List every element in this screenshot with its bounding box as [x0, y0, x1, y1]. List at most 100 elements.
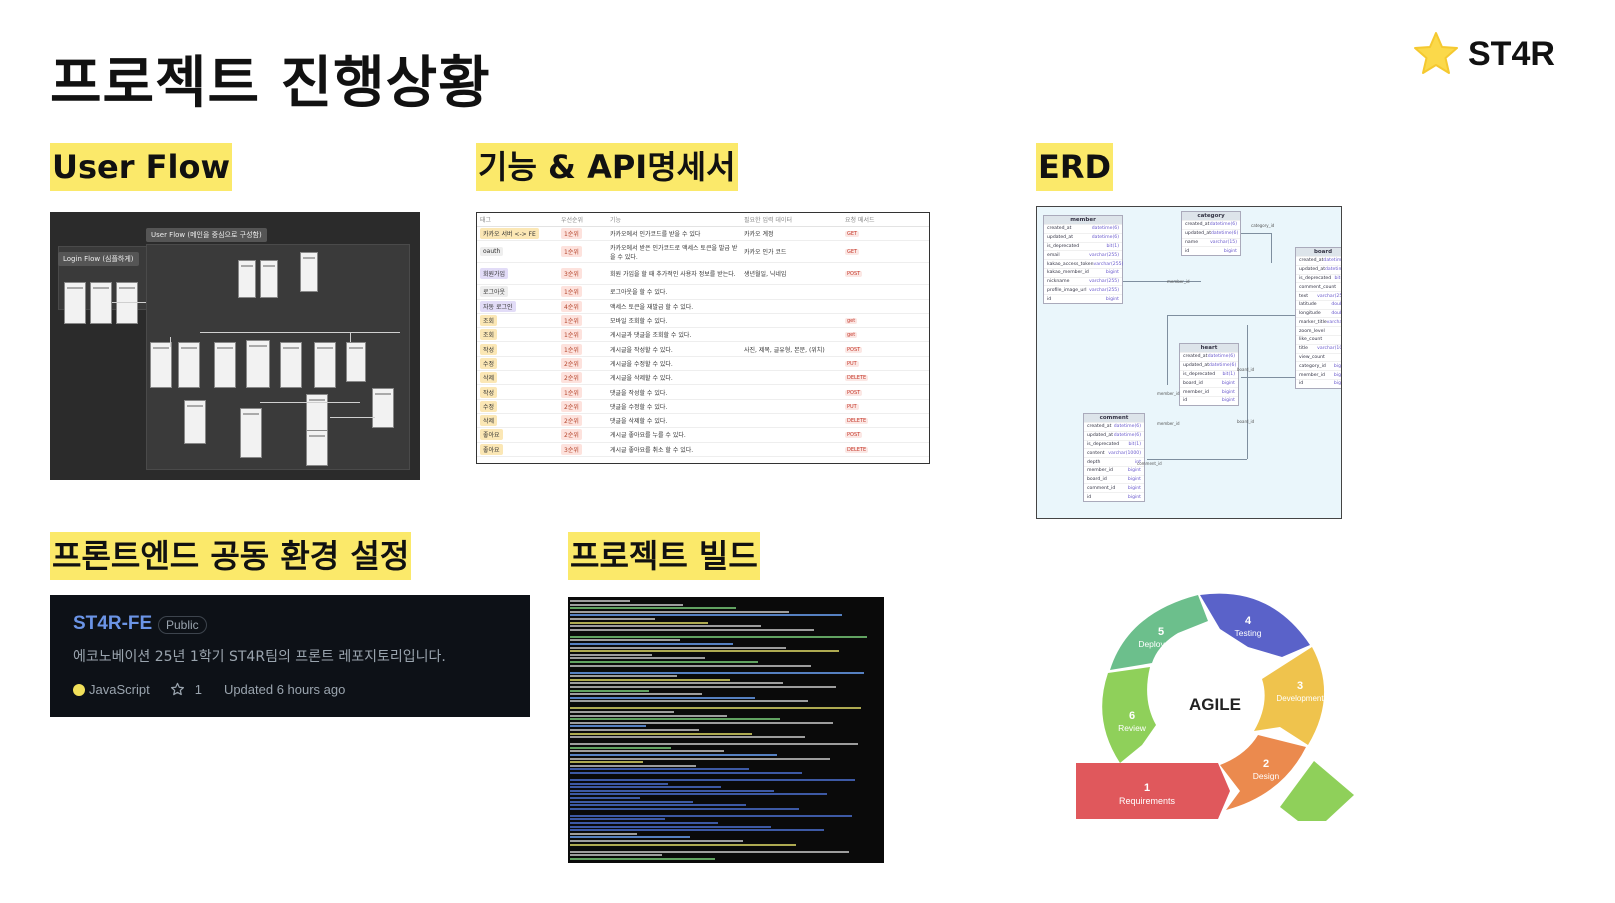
- star-outline-icon[interactable]: [170, 682, 185, 697]
- step-number: 2: [1263, 758, 1269, 770]
- table-cell-feature: 로그아웃을 할 수 있다.: [604, 287, 742, 296]
- cell-text: 삭제: [480, 415, 498, 427]
- cell-text: 카카오 서버 <-> FE: [480, 228, 539, 240]
- table-cell-feature: 게시글을 작성할 수 있다.: [604, 345, 742, 354]
- terminal-output-line: [570, 639, 680, 642]
- flow-screen-thumbnail: [238, 260, 256, 298]
- cell-text: GET: [845, 249, 860, 256]
- erd-relation-line: [1167, 315, 1295, 316]
- terminal-output-line: [570, 786, 721, 789]
- erd-field-name: is_deprecated: [1183, 371, 1216, 377]
- erd-field-type: varchar(1000): [1108, 450, 1141, 456]
- table-cell-priority: 4순위: [561, 300, 604, 312]
- terminal-output-line: [570, 635, 867, 638]
- repo-description: 에코노베이션 25년 1학기 ST4R팀의 프론트 레포지토리입니다.: [73, 649, 446, 665]
- erd-field-name: created_at: [1299, 258, 1324, 264]
- erd-field-type: bigint: [1333, 363, 1341, 369]
- terminal-output-line: [570, 814, 852, 817]
- terminal-output-line: [570, 721, 833, 724]
- erd-field: latitudedouble: [1296, 299, 1341, 309]
- erd-field-name: like_count: [1299, 337, 1323, 343]
- cell-text: 사진, 제목, 글유형, 본문, (위치): [744, 346, 825, 354]
- cell-text: 2순위: [561, 400, 582, 412]
- agile-step-deployment: [1110, 595, 1208, 670]
- erd-field-name: comment_id: [1087, 485, 1116, 491]
- terminal-output-line: [570, 714, 727, 717]
- terminal-output-line: [570, 764, 696, 767]
- table-cell-feature: 액세스 토큰을 재발급 할 수 있다.: [604, 302, 742, 311]
- erd-field-type: bigint: [1221, 398, 1235, 404]
- table-cell-tags: 조회: [477, 329, 561, 341]
- erd-field: view_countint: [1296, 352, 1341, 362]
- table-row: 자동 로그인 4순위 액세스 토큰을 재발급 할 수 있다.: [477, 300, 929, 314]
- erd-field-type: int: [1341, 329, 1342, 334]
- table-cell-method: POST: [843, 431, 929, 439]
- cell-text: 회원 가입을 할 때 추가적인 사용자 정보를 받는다.: [610, 271, 736, 279]
- cell-text: 로그아웃을 할 수 있다.: [610, 289, 668, 297]
- table-cell-method: PUT: [843, 403, 929, 410]
- repo-name-link[interactable]: ST4R-FE: [73, 613, 153, 634]
- flow-screen-thumbnail: [150, 342, 172, 388]
- visibility-badge: Public: [158, 616, 207, 634]
- terminal-output-line: [570, 754, 777, 756]
- erd-field-name: zoom_level: [1299, 328, 1325, 334]
- flow-connector: [330, 417, 375, 418]
- erd-field-name: id: [1183, 398, 1188, 404]
- flow-screen-thumbnail: [346, 342, 366, 382]
- erd-field-name: updated_at: [1047, 235, 1074, 241]
- step-label: Review: [1118, 723, 1147, 733]
- erd-field-type: varchar(255): [1089, 252, 1119, 258]
- terminal-output-line: [570, 675, 677, 678]
- erd-field-name: id: [1087, 494, 1092, 500]
- cell-text: 자동 로그인: [480, 300, 516, 312]
- table-cell-feature: 게시글 좋아요를 취소 할 수 있다.: [604, 445, 742, 454]
- brand-logo: ST4R: [1412, 30, 1555, 78]
- cell-text: 게시글 좋아요를 취소 할 수 있다.: [610, 446, 694, 454]
- terminal-output-line: [570, 797, 640, 799]
- cell-text: 3순위: [561, 443, 582, 455]
- repo-language: JavaScript: [89, 682, 150, 697]
- table-cell-feature: 카카오에서 받은 인가코드로 액세스 토큰을 발급 받을 수 있다.: [604, 243, 742, 261]
- cell-text: 3순위: [561, 268, 582, 280]
- agile-cycle-svg: AGILE 5 Deployment 4 Testing 3 Developme…: [1076, 593, 1354, 821]
- erd-field-name: id: [1047, 296, 1052, 302]
- agile-step-testing: [1200, 593, 1310, 657]
- erd-relation-line: [1147, 459, 1247, 460]
- column-header: 요청 메서드: [845, 217, 875, 224]
- cell-text: 수정: [480, 357, 498, 369]
- erd-table-title: comment: [1084, 414, 1144, 422]
- terminal-output-line: [570, 696, 755, 699]
- cell-text: 4순위: [561, 300, 582, 312]
- erd-table-board: boardcreated_atdatetime(6)updated_atdate…: [1295, 247, 1342, 389]
- cell-text: 생년월일, 닉네임: [744, 271, 787, 279]
- table-cell-method: DELETE: [843, 446, 929, 453]
- table-cell-feature: 게시글 좋아요를 누를 수 있다.: [604, 430, 742, 439]
- flow-screen-thumbnail: [90, 282, 112, 324]
- repo-card[interactable]: ST4R-FE Public 에코노베이션 25년 1학기 ST4R팀의 프론트…: [50, 595, 530, 717]
- terminal-output-line: [570, 650, 839, 653]
- cell-text: 카카오 계정: [744, 231, 774, 239]
- table-cell-feature: 게시글을 수정할 수 있다.: [604, 359, 742, 368]
- erd-field-name: longitude: [1299, 311, 1321, 317]
- erd-field-name: is_deprecated: [1299, 275, 1332, 281]
- terminal-output-line: [570, 603, 683, 606]
- table-cell-method: POST: [843, 389, 929, 396]
- terminal-output-line: [570, 761, 643, 764]
- erd-field-type: varchar(15): [1210, 239, 1237, 245]
- column-header: 태그: [480, 217, 492, 224]
